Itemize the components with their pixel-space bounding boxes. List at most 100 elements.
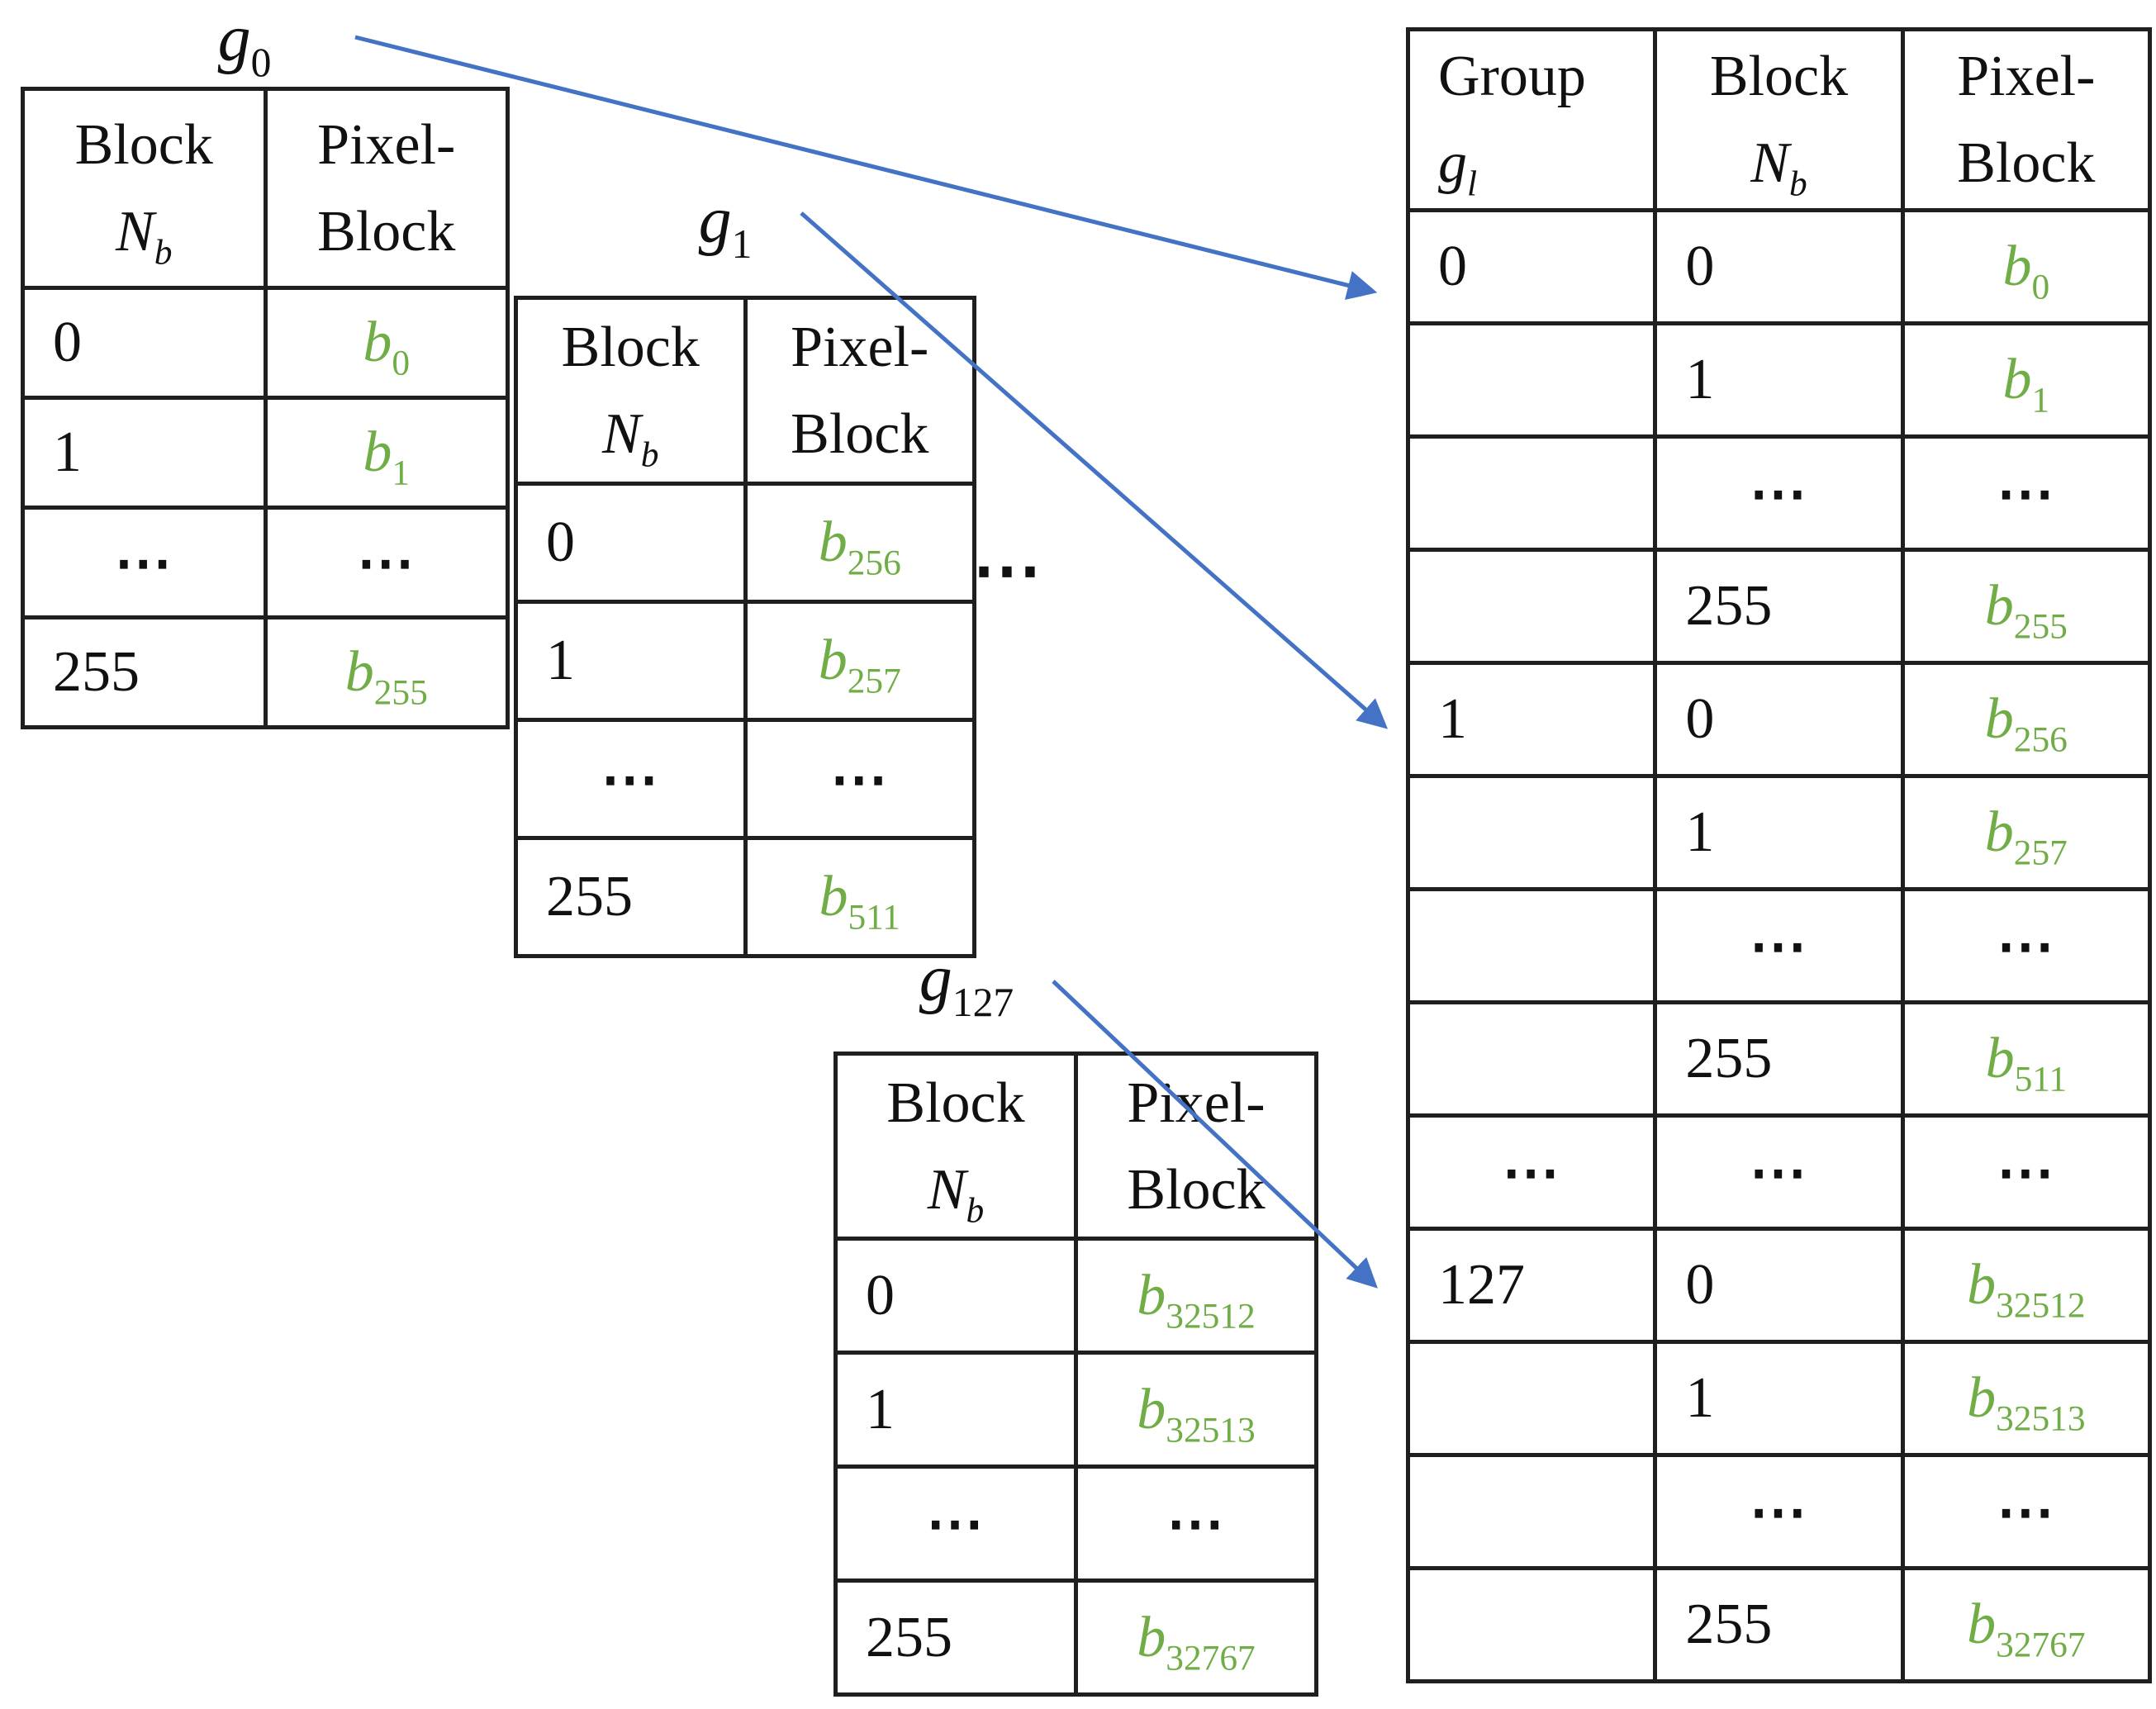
cell-block: ⋯ [1653, 434, 1905, 552]
cell-block: 255 [1653, 548, 1905, 665]
cell-block: 255 [1653, 1000, 1905, 1118]
cell-pixel: b32767 [1074, 1578, 1318, 1697]
cell-pixel: b511 [1900, 1000, 2153, 1118]
cell-block: ⋯ [1653, 1453, 1905, 1570]
cell-block: ⋯ [1653, 887, 1905, 1004]
header-pixel: Pixel-Block [263, 87, 510, 290]
cell-block: 0 [21, 286, 268, 400]
cell-block: ⋯ [514, 718, 748, 840]
cell-pixel: ⋯ [263, 506, 510, 620]
table-title-g1: g1 [698, 184, 753, 267]
cell-pixel: b0 [1900, 208, 2153, 325]
ellipsis-between-tables: ⋯ [972, 532, 1043, 610]
cell-block: 255 [514, 836, 748, 958]
cell-pixel: b32512 [1900, 1227, 2153, 1344]
cell-pixel: b256 [1900, 661, 2153, 778]
cell-group [1405, 1340, 1658, 1457]
cell-pixel: b511 [743, 836, 976, 958]
cell-pixel: b256 [743, 482, 976, 604]
table-row: ⋯⋯ [1405, 1453, 2153, 1570]
cell-block: 0 [1653, 661, 1905, 778]
cell-block: 1 [1653, 321, 1905, 439]
table-row: ⋯⋯ [1405, 434, 2153, 552]
table-row: ⋯⋯⋯ [1405, 1113, 2153, 1231]
table-row: ⋯⋯ [21, 506, 510, 620]
table-row: ⋯⋯ [514, 718, 976, 840]
cell-block: 255 [21, 615, 268, 729]
cell-block: 1 [833, 1351, 1078, 1469]
cell-pixel: b257 [743, 600, 976, 722]
cell-block: 1 [1653, 1340, 1905, 1457]
cell-block: 255 [1653, 1566, 1905, 1683]
cell-pixel: b1 [263, 396, 510, 510]
cell-pixel: ⋯ [1900, 434, 2153, 552]
cell-group: ⋯ [1405, 1113, 1658, 1231]
cell-group: 127 [1405, 1227, 1658, 1344]
cell-block: 0 [833, 1237, 1078, 1355]
cell-pixel: ⋯ [1900, 1453, 2153, 1570]
cell-pixel: b255 [263, 615, 510, 729]
header-pixel: Pixel-Block [1900, 27, 2153, 212]
cell-pixel: b257 [1900, 774, 2153, 891]
cell-pixel: ⋯ [1900, 887, 2153, 1004]
header-pixel: Pixel-Block [1074, 1052, 1318, 1241]
cell-block: ⋯ [21, 506, 268, 620]
cell-group [1405, 1453, 1658, 1570]
cell-block: 0 [1653, 208, 1905, 325]
cell-group [1405, 887, 1658, 1004]
header-pixel: Pixel-Block [743, 296, 976, 486]
cell-block: 0 [514, 482, 748, 604]
cell-pixel: ⋯ [743, 718, 976, 840]
cell-block: 1 [21, 396, 268, 510]
cell-group [1405, 1566, 1658, 1683]
cell-pixel: b32512 [1074, 1237, 1318, 1355]
cell-group [1405, 774, 1658, 891]
table-title-g0: g0 [217, 2, 272, 85]
cell-block: 1 [1653, 774, 1905, 891]
cell-block: ⋯ [1653, 1113, 1905, 1231]
cell-group [1405, 1000, 1658, 1118]
cell-group: 1 [1405, 661, 1658, 778]
cell-block: ⋯ [833, 1465, 1078, 1583]
cell-pixel: b32513 [1074, 1351, 1318, 1469]
cell-pixel: ⋯ [1074, 1465, 1318, 1583]
table-row: ⋯⋯ [833, 1465, 1318, 1583]
cell-group [1405, 434, 1658, 552]
cell-pixel: b1 [1900, 321, 2153, 439]
cell-group [1405, 321, 1658, 439]
cell-group: 0 [1405, 208, 1658, 325]
cell-block: 1 [514, 600, 748, 722]
table-row: ⋯⋯ [1405, 887, 2153, 1004]
cell-group [1405, 548, 1658, 665]
cell-pixel: ⋯ [1900, 1113, 2153, 1231]
cell-block: 0 [1653, 1227, 1905, 1344]
